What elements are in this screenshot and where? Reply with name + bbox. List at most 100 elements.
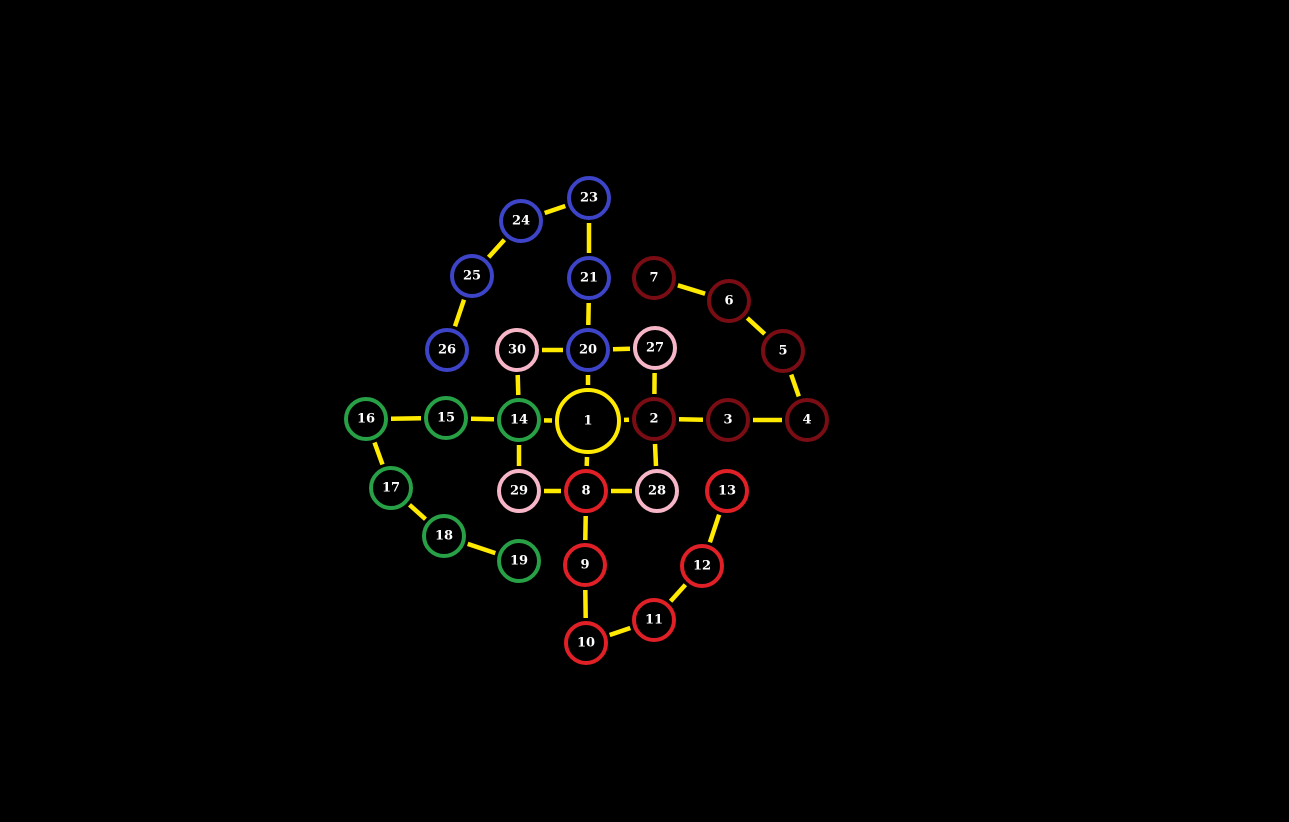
node-circle-28: [635, 469, 679, 513]
node-label-19: 19: [510, 554, 528, 569]
node-27: 27: [633, 326, 677, 370]
node-label-10: 10: [577, 636, 595, 651]
node-11: 11: [632, 598, 676, 642]
node-circle-29: [497, 469, 541, 513]
node-circle-30: [495, 328, 539, 372]
node-9: 9: [563, 543, 607, 587]
node-26: 26: [425, 328, 469, 372]
edge-20-27: [612, 346, 631, 352]
node-circle-27: [633, 326, 677, 370]
edge-14-15: [470, 416, 495, 422]
node-label-13: 13: [718, 484, 736, 499]
node-29: 29: [497, 469, 541, 513]
edge-2-28: [652, 443, 659, 467]
node-circle-19: [497, 539, 541, 583]
edge-11-12: [668, 583, 688, 603]
node-16: 16: [344, 397, 388, 441]
node-15: 15: [424, 396, 468, 440]
node-label-23: 23: [580, 191, 598, 206]
node-24: 24: [499, 199, 543, 243]
node-label-1: 1: [583, 414, 592, 429]
edge-17-18: [407, 503, 428, 521]
edge-12-13: [707, 513, 722, 544]
edge-6-7: [677, 283, 706, 296]
node-circle-7: [632, 256, 676, 300]
node-7: 7: [632, 256, 676, 300]
node-circle-17: [369, 466, 413, 510]
node-2: 2: [632, 397, 676, 441]
node-20: 20: [566, 328, 610, 372]
node-label-14: 14: [510, 413, 528, 428]
node-19: 19: [497, 539, 541, 583]
node-label-7: 7: [649, 271, 658, 286]
node-circle-18: [422, 514, 466, 558]
node-14: 14: [497, 398, 541, 442]
node-17: 17: [369, 466, 413, 510]
node-circle-1: [555, 388, 621, 454]
node-label-28: 28: [648, 484, 666, 499]
node-1: 1: [555, 388, 621, 454]
node-3: 3: [706, 398, 750, 442]
node-label-29: 29: [510, 484, 528, 499]
node-circle-15: [424, 396, 468, 440]
node-label-3: 3: [723, 413, 732, 428]
node-label-21: 21: [580, 271, 598, 286]
node-label-5: 5: [778, 344, 787, 359]
edges-layer: [372, 203, 801, 638]
node-30: 30: [495, 328, 539, 372]
node-circle-24: [499, 199, 543, 243]
node-label-12: 12: [693, 559, 711, 574]
edge-4-5: [789, 373, 801, 398]
edge-25-26: [452, 298, 467, 328]
node-circle-5: [761, 329, 805, 373]
node-label-11: 11: [645, 613, 663, 628]
node-label-20: 20: [579, 343, 597, 358]
node-label-30: 30: [508, 343, 526, 358]
node-21: 21: [567, 256, 611, 300]
node-label-2: 2: [649, 412, 658, 427]
node-6: 6: [707, 279, 751, 323]
node-5: 5: [761, 329, 805, 373]
node-circle-12: [680, 544, 724, 588]
node-circle-14: [497, 398, 541, 442]
node-label-4: 4: [802, 413, 811, 428]
node-4: 4: [785, 398, 829, 442]
node-circle-4: [785, 398, 829, 442]
edge-10-11: [608, 625, 632, 638]
node-label-15: 15: [437, 411, 455, 426]
edge-24-25: [486, 238, 507, 259]
node-circle-2: [632, 397, 676, 441]
edge-18-19: [466, 541, 497, 556]
node-label-17: 17: [382, 481, 400, 496]
node-circle-20: [566, 328, 610, 372]
node-circle-26: [425, 328, 469, 372]
node-28: 28: [635, 469, 679, 513]
node-circle-23: [567, 176, 611, 220]
node-label-9: 9: [580, 558, 589, 573]
node-circle-6: [707, 279, 751, 323]
node-label-24: 24: [512, 214, 530, 229]
edge-5-6: [745, 316, 767, 336]
edge-16-17: [372, 441, 385, 466]
node-label-25: 25: [463, 269, 481, 284]
node-label-18: 18: [435, 529, 453, 544]
node-25: 25: [450, 254, 494, 298]
node-12: 12: [680, 544, 724, 588]
node-circle-13: [705, 469, 749, 513]
node-label-26: 26: [438, 343, 456, 358]
node-circle-16: [344, 397, 388, 441]
node-13: 13: [705, 469, 749, 513]
node-circle-8: [564, 469, 608, 513]
node-label-27: 27: [646, 341, 664, 356]
node-10: 10: [564, 621, 608, 665]
node-8: 8: [564, 469, 608, 513]
edge-14-30: [515, 374, 521, 396]
node-circle-9: [563, 543, 607, 587]
node-circle-10: [564, 621, 608, 665]
edge-23-24: [543, 203, 567, 216]
node-circle-3: [706, 398, 750, 442]
node-circle-25: [450, 254, 494, 298]
